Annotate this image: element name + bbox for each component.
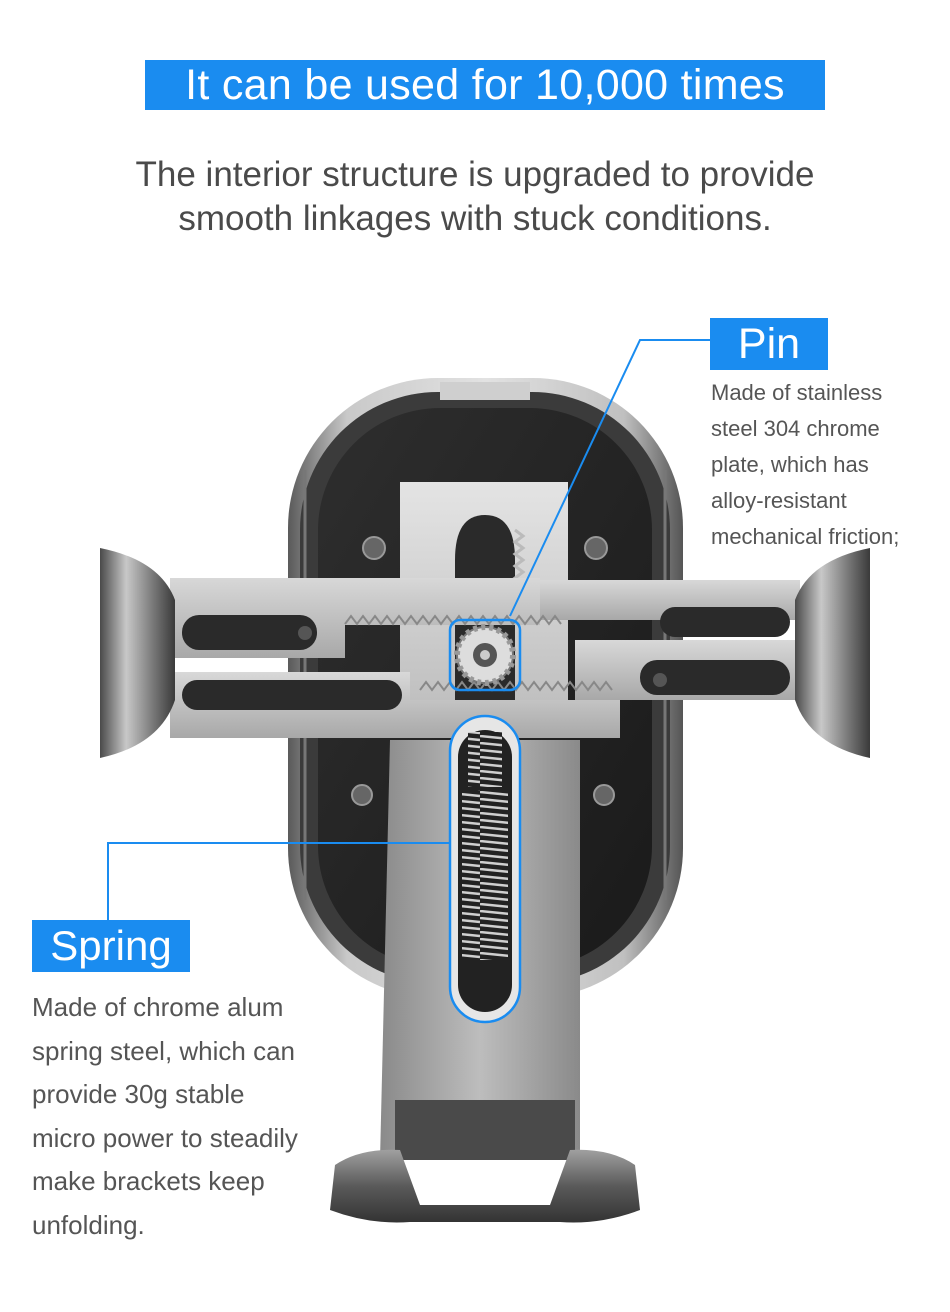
spring-description-line: provide 30g stable bbox=[32, 1079, 245, 1110]
spring-description-line: unfolding. bbox=[32, 1209, 145, 1240]
subheadline-line-1: The interior structure is upgraded to pr… bbox=[135, 155, 815, 194]
headline-banner: It can be used for 10,000 times bbox=[145, 60, 825, 110]
spring-label: Spring bbox=[32, 920, 190, 972]
pin-description-line: steel 304 chrome bbox=[711, 416, 880, 441]
pin-description-line: alloy-resistant bbox=[711, 488, 847, 513]
subheadline: The interior structure is upgraded to pr… bbox=[60, 153, 890, 241]
pin-label: Pin bbox=[710, 318, 828, 370]
spring-description: Made of chrome alum spring steel, which … bbox=[32, 986, 298, 1248]
pin-description-line: Made of stainless bbox=[711, 380, 883, 405]
spring-description-line: make brackets keep bbox=[32, 1166, 265, 1197]
subheadline-line-2: smooth linkages with stuck conditions. bbox=[178, 199, 772, 238]
pin-description-line: plate, which has bbox=[711, 452, 869, 477]
spring-description-line: spring steel, which can bbox=[32, 1035, 296, 1066]
pin-description: Made of stainless steel 304 chrome plate… bbox=[711, 375, 899, 555]
spring-description-line: micro power to steadily bbox=[32, 1122, 298, 1153]
pin-description-line: mechanical friction; bbox=[711, 524, 900, 549]
spring-description-line: Made of chrome alum bbox=[32, 992, 284, 1022]
